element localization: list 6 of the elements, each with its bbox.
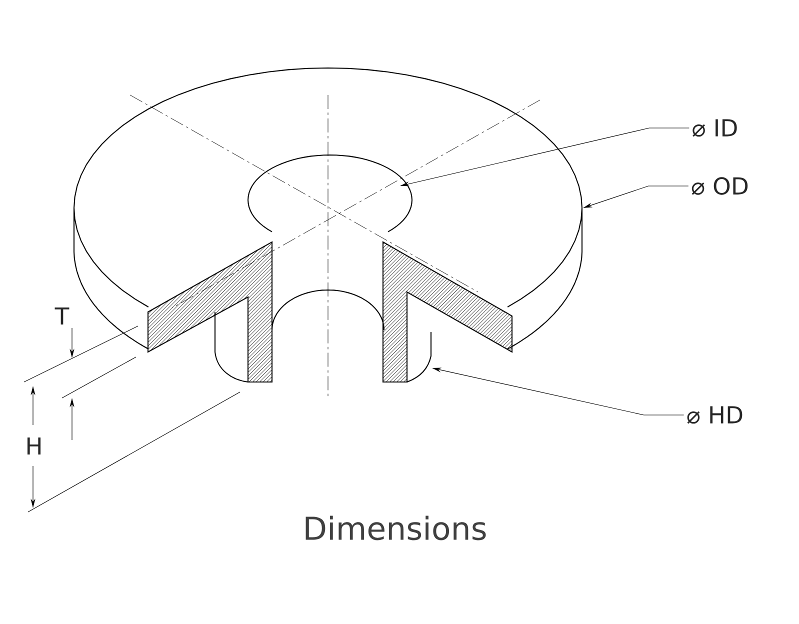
caption: Dimensions [306, 516, 486, 540]
dimension-label: H [28, 437, 41, 455]
dimension-label: T [54, 307, 70, 325]
dimension-label: ⌀ OD [692, 177, 748, 195]
dimension-label: ⌀ ID [692, 119, 737, 137]
dimension-label: ⌀ HD [687, 406, 742, 424]
